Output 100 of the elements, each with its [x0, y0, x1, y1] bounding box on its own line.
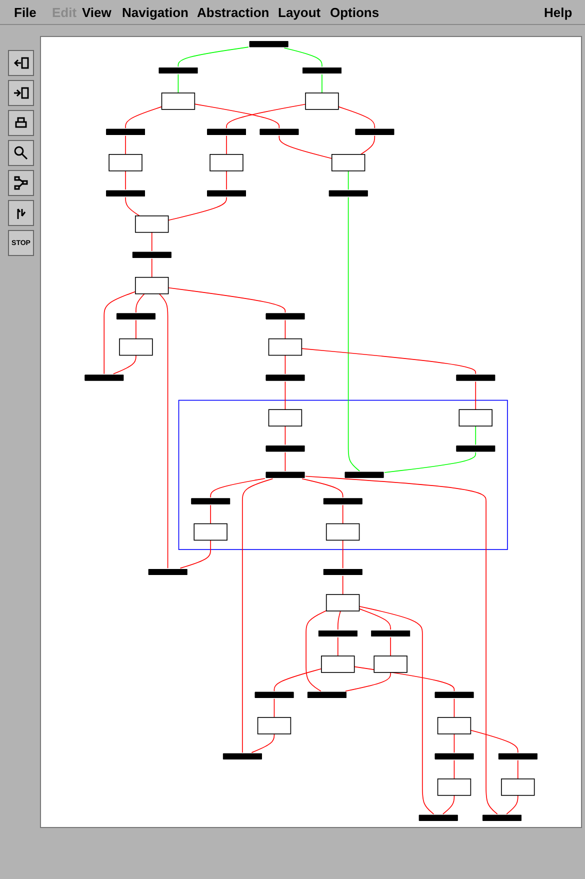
connector-line: [384, 452, 476, 473]
connector-line: [338, 106, 376, 128]
empty-box: [437, 717, 472, 734]
connector-line: [301, 348, 476, 374]
transition-bar: [266, 446, 305, 452]
connector-line: [210, 504, 211, 524]
connector-line: [442, 794, 455, 814]
connector-line: [284, 426, 286, 446]
connector-line: [151, 258, 152, 278]
transition-bar: [106, 128, 145, 135]
transition-bar: [456, 374, 496, 381]
empty-box: [161, 92, 196, 110]
connector-line: [475, 426, 476, 446]
connector-line: [506, 794, 518, 814]
empty-box: [194, 523, 228, 541]
transition-bar: [498, 753, 538, 760]
connector-line: [125, 106, 162, 128]
connector-line: [180, 540, 211, 569]
menu-item: View: [82, 5, 112, 20]
connector-line: [168, 287, 286, 313]
menu-item: Layout: [278, 5, 321, 20]
transition-bar: [116, 313, 156, 320]
transition-bar: [84, 374, 124, 381]
transition-bar: [307, 692, 346, 698]
connector-line: [454, 760, 455, 780]
empty-box: [134, 276, 169, 294]
empty-box: [331, 154, 366, 172]
connector-line: [284, 320, 286, 340]
empty-box: [268, 338, 302, 356]
connector-line: [125, 135, 126, 155]
connector-line: [475, 381, 476, 410]
menu-item: Options: [330, 5, 380, 20]
connector-line: [125, 170, 126, 190]
empty-box: [458, 409, 492, 426]
connector-line: [251, 734, 275, 753]
connector-line: [278, 135, 332, 159]
transition-bar: [323, 569, 362, 576]
connector-line: [348, 170, 349, 190]
empty-box: [257, 717, 292, 734]
menu-item: Abstraction: [197, 5, 270, 20]
connector-line: [194, 104, 280, 128]
transition-bar: [254, 692, 294, 698]
connector-line: [337, 636, 338, 656]
connector-line: [168, 196, 227, 221]
connector-line: [274, 668, 322, 692]
connector-line: [342, 540, 344, 569]
menu-item: Navigation: [122, 5, 188, 20]
connector-line: [454, 698, 455, 718]
transition-bar: [148, 569, 188, 576]
group-frame: [178, 400, 508, 550]
connector-line: [178, 74, 179, 94]
transition-bar: [344, 472, 384, 478]
transition-bar: [302, 67, 342, 74]
connector-line: [454, 734, 455, 753]
empty-box: [268, 409, 302, 426]
connector-line: [284, 381, 286, 410]
connector-line: [274, 698, 275, 718]
connector-line: [226, 135, 227, 155]
empty-box: [210, 154, 244, 172]
connector-line: [136, 293, 145, 313]
connector-line: [302, 478, 344, 498]
connector-line: [342, 504, 344, 524]
empty-box: [321, 656, 355, 673]
transition-bar: [266, 313, 305, 320]
connector-line: [284, 452, 286, 472]
transition-bar: [418, 814, 458, 821]
transition-bar: [249, 41, 288, 48]
transition-bar: [207, 128, 246, 135]
connector-line: [337, 610, 341, 630]
empty-box: [305, 92, 339, 110]
empty-box: [326, 523, 360, 541]
transition-bar: [207, 190, 246, 196]
empty-box: [134, 215, 169, 233]
transition-bar: [434, 753, 474, 760]
connector-line: [226, 170, 227, 190]
connector-line: [210, 478, 266, 498]
connector-line: [358, 608, 391, 630]
connector-line: [226, 104, 306, 128]
connector-line: [151, 232, 152, 252]
empty-box: [119, 338, 153, 356]
transition-bar: [266, 472, 305, 478]
empty-box: [501, 778, 535, 796]
connector-line: [470, 730, 518, 753]
connector-line: [242, 478, 274, 753]
transition-bar: [482, 814, 522, 821]
empty-box: [108, 154, 142, 172]
connector-line: [360, 135, 376, 155]
empty-box: [374, 656, 408, 673]
connector-line: [358, 606, 434, 814]
connector-line: [305, 476, 498, 814]
transition-bar: [434, 692, 474, 698]
transition-bar: [106, 190, 145, 196]
connector-line: [342, 575, 344, 595]
transition-bar: [355, 128, 394, 135]
connector-line: [104, 291, 136, 374]
empty-box: [437, 778, 472, 796]
empty-box: [326, 594, 360, 612]
menu-item: Help: [544, 5, 572, 20]
transition-bar: [318, 630, 358, 636]
menu-item: File: [14, 5, 36, 20]
